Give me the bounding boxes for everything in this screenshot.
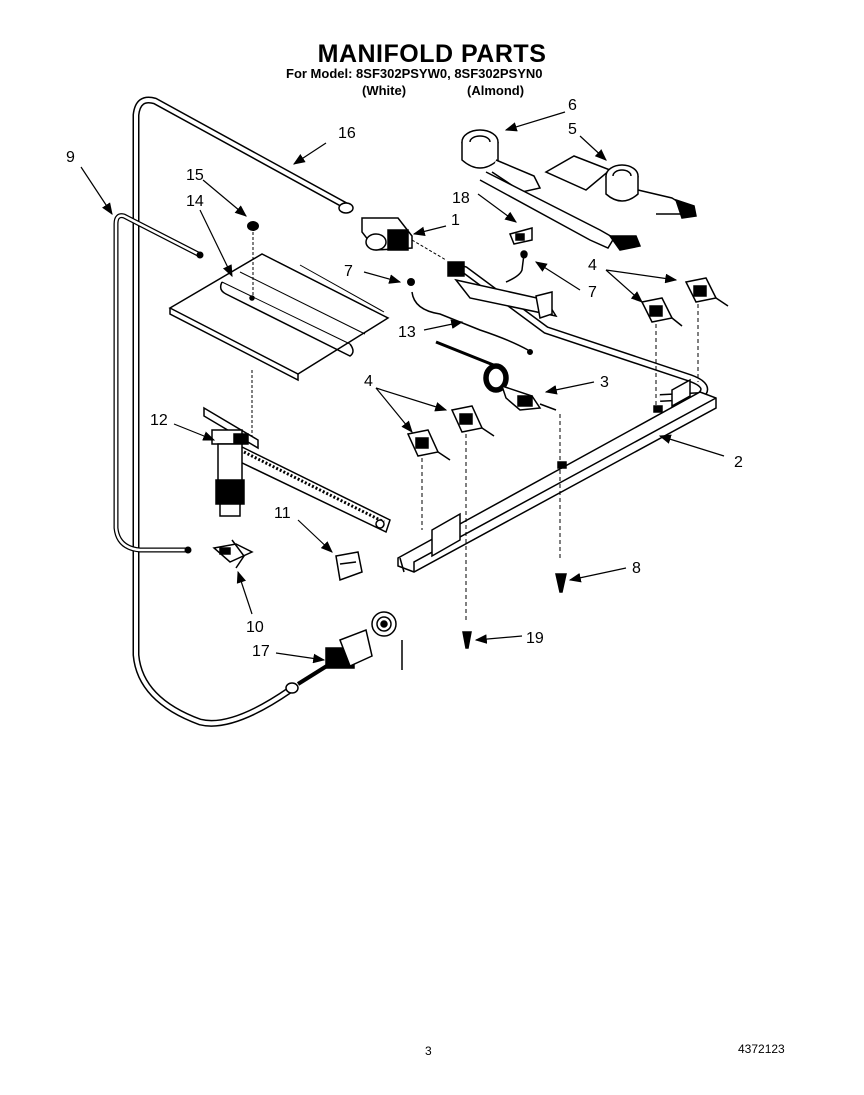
callout-13: 13 [398, 324, 416, 341]
model-line: For Model: 8SF302PSYW0, 8SF302PSYN0 [286, 66, 543, 81]
callout-7-right: 7 [588, 284, 597, 301]
callout-leaders [80, 111, 725, 664]
part-7-screws [407, 251, 528, 286]
part-4-orifices [406, 277, 729, 622]
callout-6: 6 [568, 97, 577, 114]
callout-14: 14 [186, 193, 204, 210]
part-2-manifold [397, 261, 717, 573]
variant-almond: (Almond) [467, 83, 525, 98]
part-12-igniter-assembly [203, 370, 391, 534]
callout-12: 12 [150, 412, 168, 429]
part-1-regulator [361, 217, 447, 261]
callout-9: 9 [66, 149, 75, 166]
callout-15: 15 [186, 167, 204, 184]
callout-10: 10 [246, 619, 264, 636]
callout-7-left: 7 [344, 263, 353, 280]
callout-1: 1 [451, 212, 460, 229]
part-5-burner [544, 155, 697, 219]
callout-4-upper: 4 [588, 257, 597, 274]
part-14-heat-shield [168, 253, 390, 382]
callout-11: 11 [274, 505, 291, 522]
part-17-valve-connector [296, 611, 403, 686]
part-9-tube [113, 213, 204, 554]
callout-labels: 1 2 3 4 4 5 6 7 7 8 9 10 11 12 13 14 15 … [66, 97, 743, 660]
callout-3: 3 [600, 374, 609, 391]
callout-5: 5 [568, 121, 577, 138]
callout-16: 16 [338, 125, 356, 142]
part-19-screw [462, 631, 472, 649]
part-10-clamp [212, 539, 254, 569]
callout-18: 18 [452, 190, 470, 207]
callout-8: 8 [632, 560, 641, 577]
callout-19: 19 [526, 630, 544, 647]
part-11-clip [335, 551, 363, 582]
part-16-gas-tube [132, 96, 354, 727]
callout-4-lower: 4 [364, 373, 373, 390]
page-number: 3 [425, 1044, 432, 1058]
part-15-nut [247, 221, 259, 300]
callout-17: 17 [252, 643, 270, 660]
part-3-valve [483, 363, 561, 560]
part-6-burner [461, 129, 642, 251]
part-8-screw [555, 573, 567, 593]
callout-2: 2 [734, 454, 743, 471]
page-title: MANIFOLD PARTS [317, 40, 547, 68]
variant-white: (White) [362, 83, 407, 98]
document-number: 4372123 [738, 1042, 785, 1056]
part-18-bracket [505, 227, 533, 283]
